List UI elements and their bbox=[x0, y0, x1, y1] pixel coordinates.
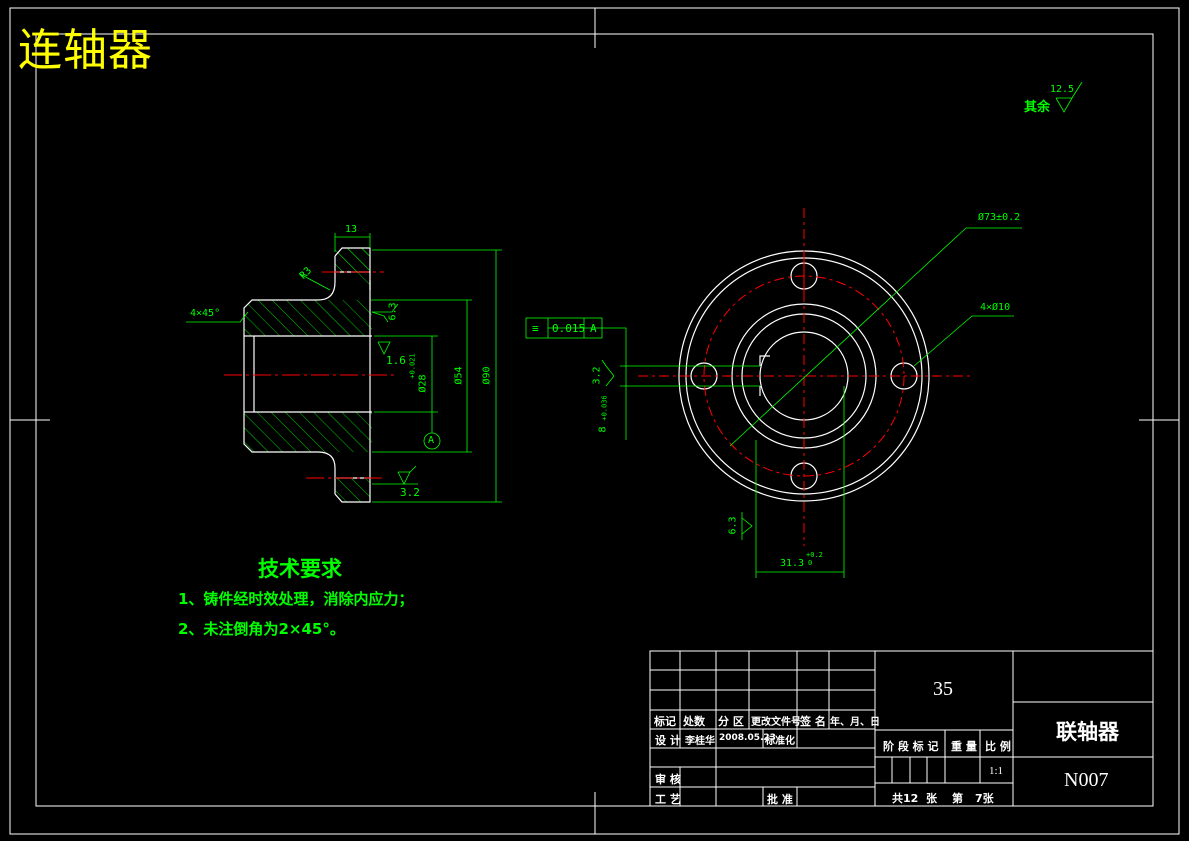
tb-review: 审 核 bbox=[655, 773, 681, 786]
tb-standardize: 标准化 bbox=[765, 736, 795, 747]
dim-32b: 3.2 bbox=[400, 486, 420, 499]
tol-symbol: ≡ bbox=[532, 322, 539, 335]
tb-header-date: 年、月、日 bbox=[830, 717, 880, 728]
roughness-note-value: 12.5 bbox=[1050, 84, 1075, 95]
dim-holes: 4×Ø10 bbox=[980, 302, 1011, 313]
tol-ref: A bbox=[590, 322, 597, 335]
tb-approve: 批 准 bbox=[767, 793, 793, 806]
requirement-item: 2、未注倒角为2×45°。 bbox=[178, 620, 345, 638]
dim-8: 8 bbox=[597, 426, 609, 433]
dim-313-tol2: 0 bbox=[808, 559, 813, 567]
dim-73: Ø73±0.2 bbox=[978, 212, 1021, 223]
drawing-frame bbox=[9, 7, 1180, 835]
tb-stage-label: 阶 段 标 记 bbox=[883, 740, 939, 753]
section-view bbox=[186, 233, 502, 503]
tb-material: 35 bbox=[933, 678, 953, 700]
tb-sheets-unit: 张 bbox=[926, 792, 937, 805]
roughness-note-label: 其余 bbox=[1024, 100, 1051, 115]
dim-63b: 6.3 bbox=[727, 516, 739, 535]
dim-28: Ø28 bbox=[417, 374, 429, 393]
dim-13: 13 bbox=[345, 224, 358, 235]
tb-header-mark: 标记 bbox=[654, 715, 676, 728]
dim-28-tol: +0.021 bbox=[408, 353, 417, 379]
tb-process: 工 艺 bbox=[655, 793, 681, 806]
tb-scale: 1:1 bbox=[989, 765, 1004, 777]
dim-8-tol: +0.036 bbox=[600, 395, 609, 421]
dim-313-tol: +0.2 bbox=[806, 551, 823, 559]
requirements-heading: 技术要求 bbox=[258, 557, 342, 581]
tol-value: 0.015 bbox=[552, 322, 586, 335]
datum-a: A bbox=[428, 435, 435, 446]
dim-32c: 3.2 bbox=[591, 366, 603, 385]
dim-16: 1.6 bbox=[386, 354, 406, 367]
front-view bbox=[525, 81, 1083, 578]
tb-drawing-no: N007 bbox=[1064, 769, 1109, 791]
dim-313: 31.3 bbox=[780, 558, 805, 569]
tb-part-name: 联轴器 bbox=[1056, 720, 1119, 744]
tb-design-label: 设 计 bbox=[655, 734, 681, 747]
tb-weight-label: 重 量 bbox=[951, 740, 977, 753]
requirement-item: 1、铸件经时效处理，消除内应力； bbox=[178, 590, 414, 608]
tb-sheet-num-label: 第 bbox=[952, 792, 963, 805]
tb-header-change: 更改文件号 bbox=[751, 717, 801, 728]
tb-date: 2008.05.23 bbox=[719, 733, 776, 743]
tb-scale-label: 比 例 bbox=[985, 740, 1011, 753]
dim-63a: 6.3 bbox=[387, 302, 399, 321]
drawing-title: 连轴器 bbox=[18, 25, 153, 76]
tb-sheets-total: 共12 bbox=[892, 792, 919, 805]
title-block bbox=[649, 650, 1154, 807]
tb-header-zone: 分 区 bbox=[718, 715, 744, 728]
tb-sheet-num: 7张 bbox=[975, 792, 994, 805]
dim-90: Ø90 bbox=[481, 366, 493, 385]
dim-54: Ø54 bbox=[453, 366, 465, 385]
tb-designer: 李桂华 bbox=[685, 736, 715, 747]
tb-header-count: 处数 bbox=[683, 715, 705, 728]
dim-chamfer: 4×45° bbox=[190, 308, 221, 319]
tb-header-sign: 签 名 bbox=[800, 715, 826, 728]
